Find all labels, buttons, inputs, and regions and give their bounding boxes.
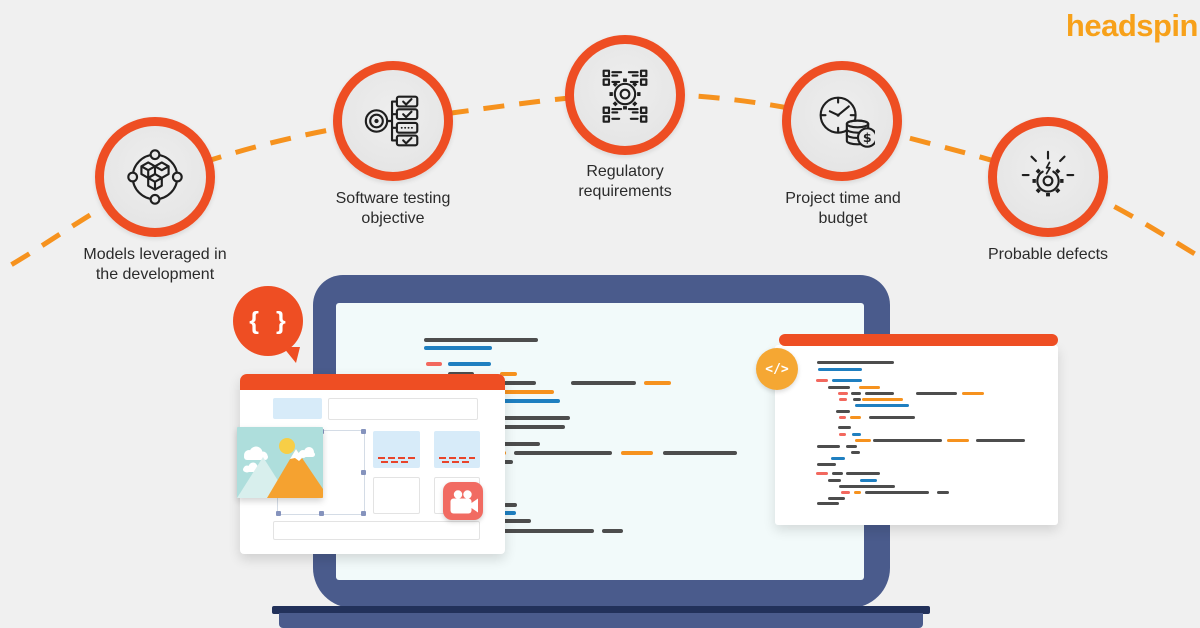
cubes-network-icon <box>127 149 183 205</box>
mountain-image <box>237 427 323 498</box>
thumbnail-box <box>434 431 480 468</box>
content-box <box>373 477 420 514</box>
process-node-label: Software testing objective <box>335 190 451 227</box>
process-node-label: Regulatory requirements <box>578 163 672 200</box>
design-window-titlebar <box>240 374 505 390</box>
headspin-logo: headspin <box>1065 8 1199 43</box>
speech-bubble-tail <box>283 347 300 363</box>
code-window-titlebar <box>779 334 1058 346</box>
image-placeholder <box>273 398 322 419</box>
thumbnail-box <box>373 431 420 468</box>
process-node-defects <box>988 117 1108 237</box>
gear-data-icon <box>602 69 648 123</box>
process-node-time-budget: $ <box>782 61 902 181</box>
broken-gear-icon <box>1021 150 1075 197</box>
text-field-box <box>328 398 478 420</box>
process-node-label: Models leveraged in the development <box>83 246 227 283</box>
process-node-label: Project time and budget <box>785 190 901 227</box>
clock-coins-icon: $ <box>819 96 875 148</box>
code-speech-bubble: { } <box>233 286 303 356</box>
process-node-models <box>95 117 215 237</box>
process-node-label: Probable defects <box>987 246 1109 263</box>
process-node-testing-objective <box>333 61 453 181</box>
target-checklist-icon <box>364 95 419 147</box>
code-window <box>775 345 1058 525</box>
process-node-regulatory <box>565 35 685 155</box>
design-window <box>237 374 505 554</box>
laptop-base-bottom <box>279 613 923 628</box>
code-badge-text: </> <box>765 361 789 377</box>
video-camera-icon <box>450 490 478 514</box>
svg-text:$: $ <box>863 130 872 145</box>
bottom-text-box <box>273 521 480 540</box>
code-badge: </> <box>756 348 798 390</box>
video-button <box>443 482 483 520</box>
braces-text: { } <box>249 306 291 335</box>
laptop-base <box>272 606 930 614</box>
